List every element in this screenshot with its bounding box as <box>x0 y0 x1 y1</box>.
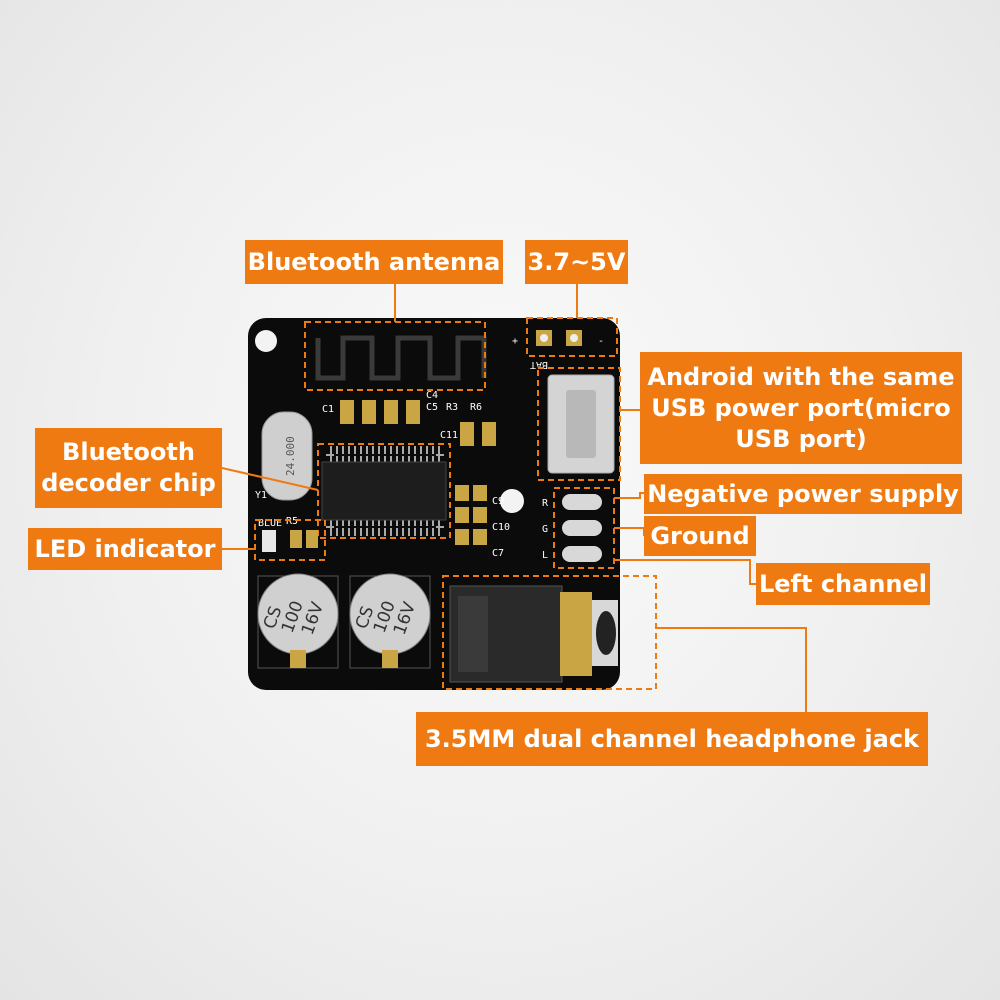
bat-minus-sign: - <box>598 336 604 347</box>
smd-component <box>460 422 474 446</box>
c11-label: C11 <box>440 430 458 441</box>
label-decoder-chip: Bluetooth decoder chip <box>35 428 222 508</box>
bat-dashed-box <box>526 317 618 357</box>
smd-component <box>406 400 420 424</box>
smd-component <box>473 507 487 523</box>
c4-label: C4 <box>426 390 438 401</box>
label-led-indicator: LED indicator <box>28 528 222 570</box>
y1-label: Y1 <box>255 490 267 501</box>
crystal-label: 24.000 <box>284 436 297 476</box>
smd-component <box>340 400 354 424</box>
mounting-hole <box>255 330 277 352</box>
r6-label: R6 <box>470 402 482 413</box>
smd-component <box>362 400 376 424</box>
label-bluetooth-antenna: Bluetooth antenna <box>245 240 503 284</box>
jack-dashed-box <box>442 575 657 690</box>
smd-component <box>306 530 318 548</box>
c10-label: C10 <box>492 522 510 533</box>
label-ground: Ground <box>644 516 756 556</box>
smd-component <box>455 485 469 501</box>
smd-component <box>384 400 398 424</box>
led-dashed-box <box>254 519 326 561</box>
c9-label: C9 <box>492 496 504 507</box>
label-headphone-jack: 3.5MM dual channel headphone jack <box>416 712 928 766</box>
bat-hole <box>540 334 548 342</box>
led <box>262 530 276 552</box>
usb-opening <box>566 390 596 458</box>
antenna-trace <box>315 335 487 381</box>
headphone-jack <box>449 585 618 683</box>
g-pin-label: G <box>542 524 548 535</box>
blue-label: BLUE <box>258 518 282 529</box>
decoder-chip <box>321 446 447 536</box>
smd-component <box>455 507 469 523</box>
bat-hole <box>570 334 578 342</box>
pad-r <box>562 494 602 510</box>
smd-component <box>473 485 487 501</box>
pad-g <box>562 520 602 536</box>
label-left-channel: Left channel <box>756 563 930 605</box>
mounting-hole <box>500 489 524 513</box>
label-voltage: 3.7~5V <box>525 240 628 284</box>
smd-component <box>482 422 496 446</box>
decoder-dashed-box <box>317 443 451 539</box>
smd-component <box>290 530 302 548</box>
r-pin-label: R <box>542 498 549 509</box>
r3-label: R3 <box>446 402 458 413</box>
crystal <box>261 411 313 501</box>
l-pin-label: L <box>542 550 548 561</box>
usb-dashed-box <box>537 367 621 481</box>
bat-label: BAT <box>530 359 548 370</box>
pad-l <box>562 546 602 562</box>
bat-plus-sign: + <box>512 336 518 347</box>
capacitor-1 <box>257 573 339 669</box>
c5-label: C5 <box>426 402 438 413</box>
capacitor-2 <box>349 573 431 669</box>
smd-component <box>473 529 487 545</box>
label-negative-power: Negative power supply <box>644 474 962 514</box>
leader-lines <box>221 284 807 712</box>
smd-component <box>455 529 469 545</box>
r5-label: R5 <box>286 516 298 527</box>
label-usb-port: Android with the same USB power port(mic… <box>640 352 962 464</box>
c7-label: C7 <box>492 548 504 559</box>
c1-label: C1 <box>322 404 334 415</box>
